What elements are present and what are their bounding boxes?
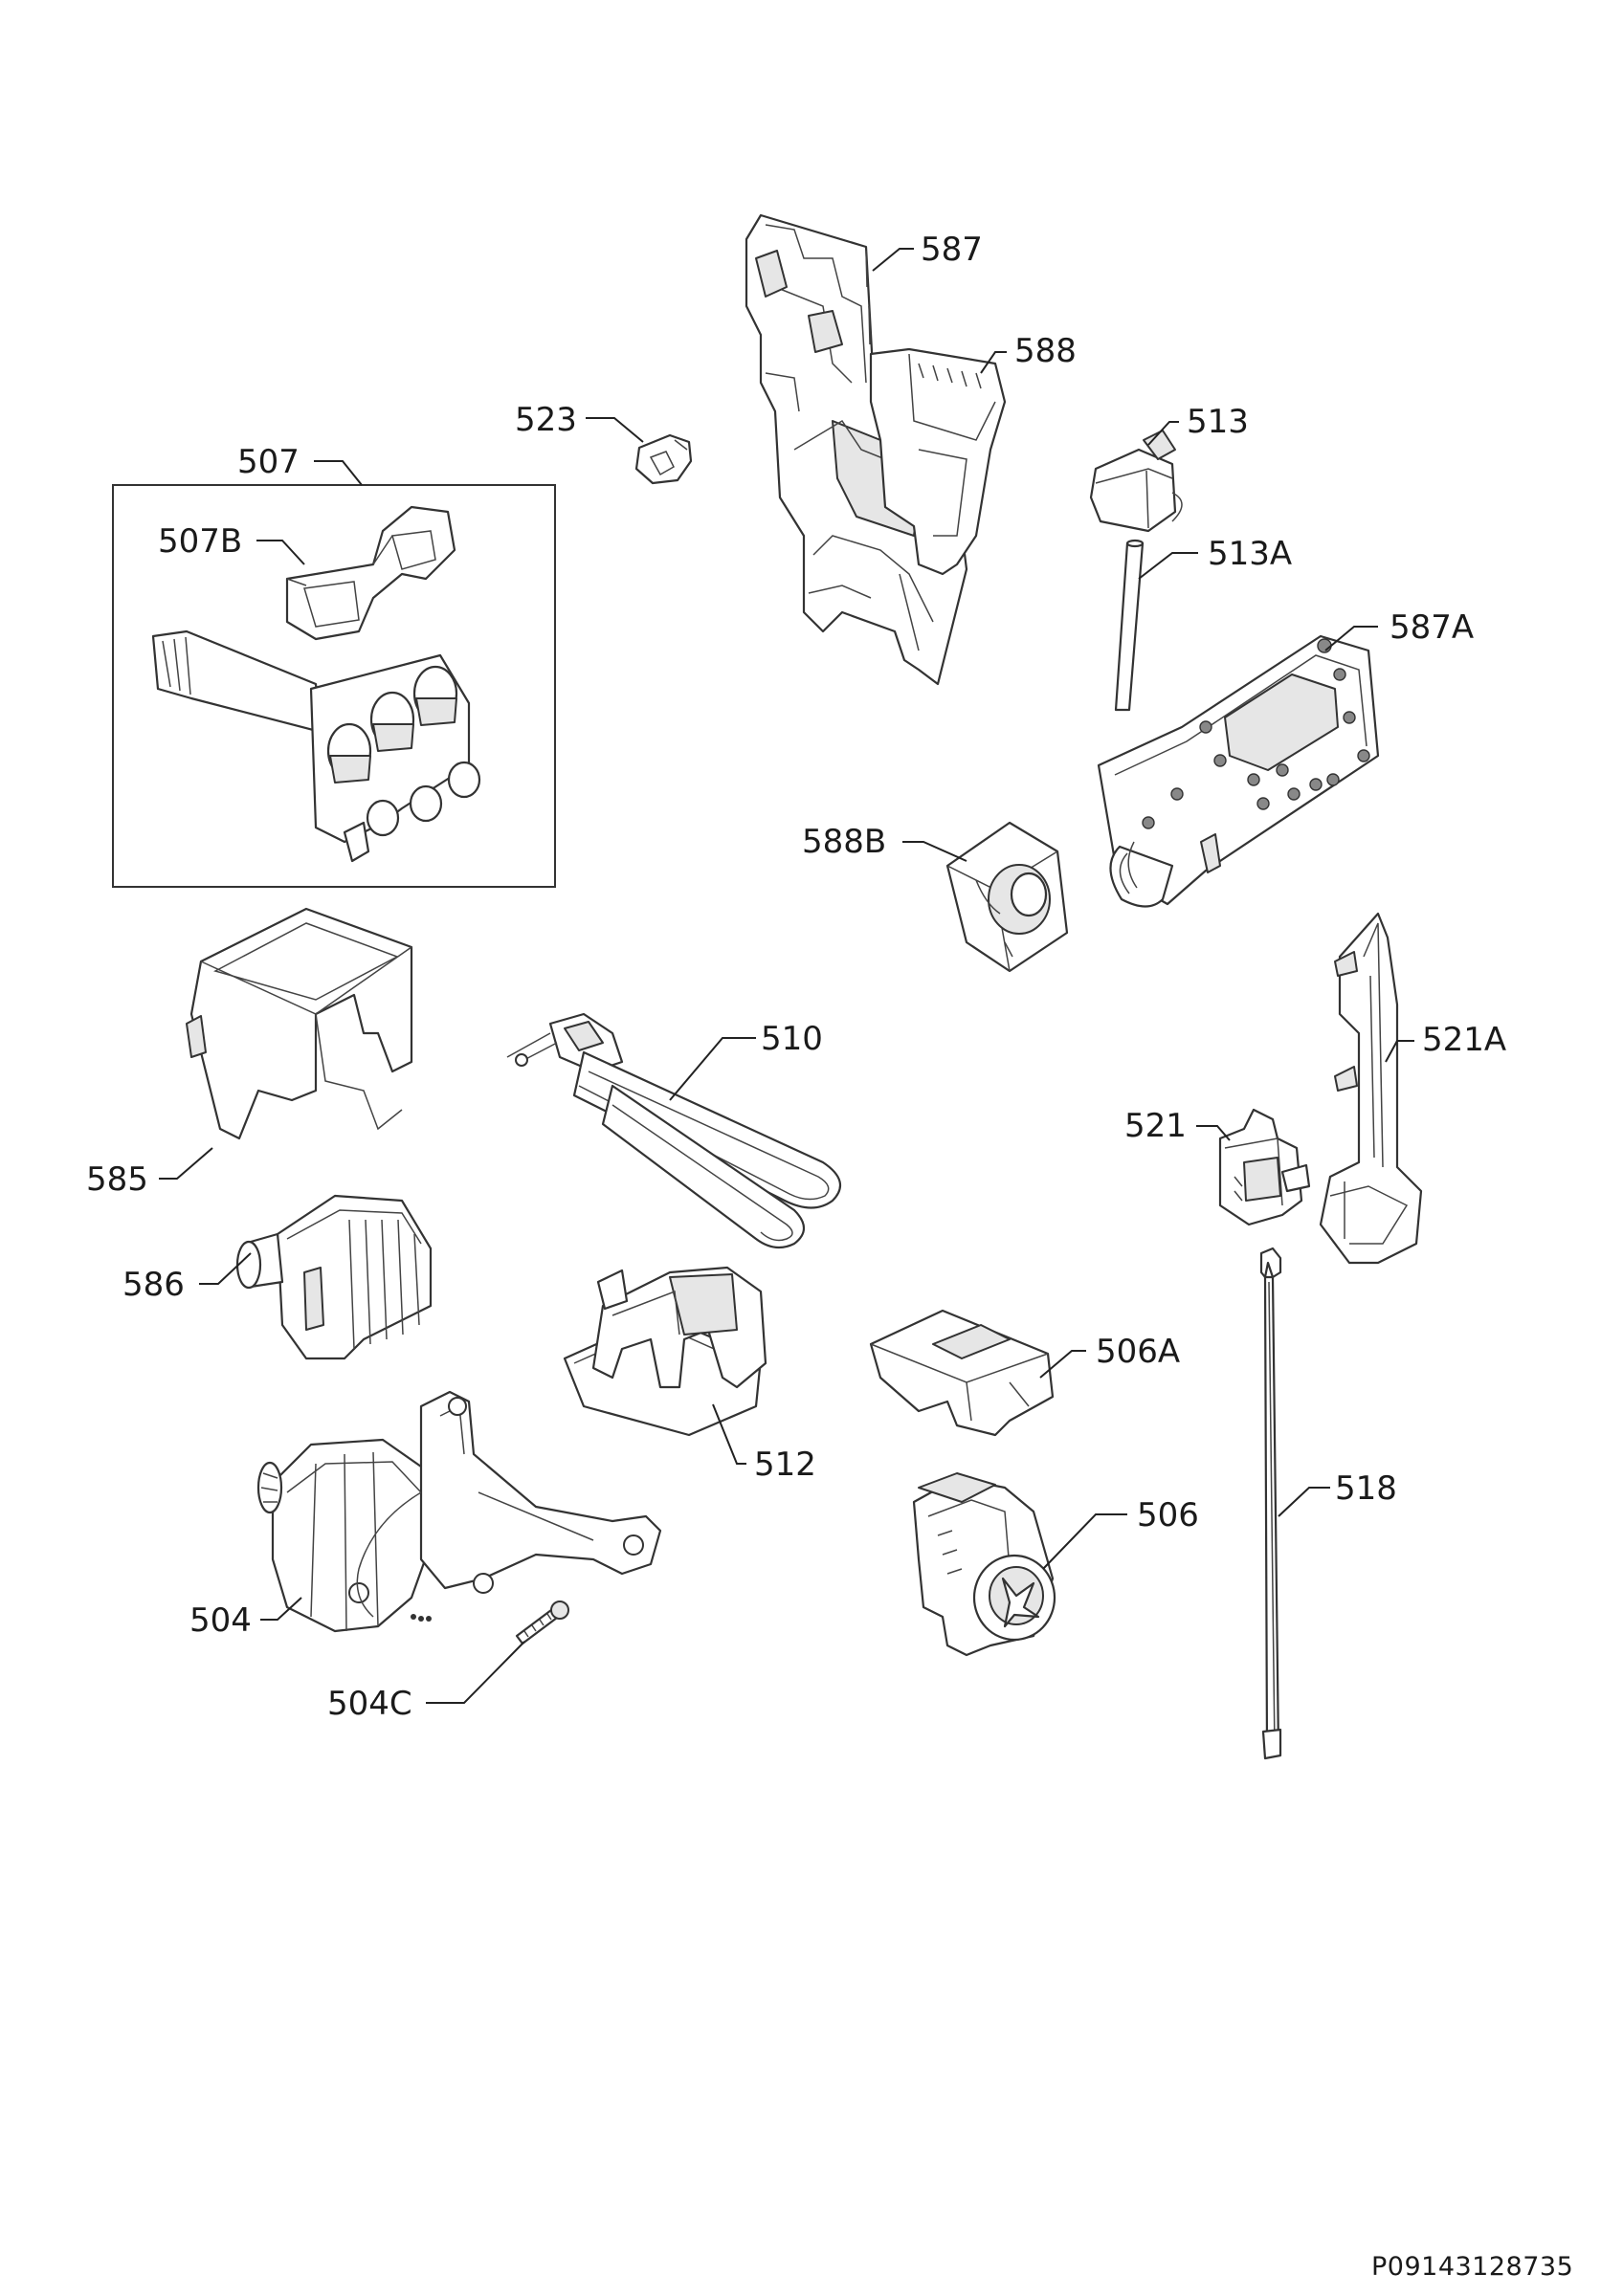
part-504c-screw <box>515 1601 569 1645</box>
leader-585 <box>159 1147 213 1180</box>
leader-513a <box>1138 552 1198 580</box>
part-507b-holder <box>285 505 456 641</box>
callout-521a: 521A <box>1422 1021 1506 1059</box>
callout-504: 504 <box>189 1601 252 1640</box>
leader-504c <box>426 1641 525 1704</box>
leader-507 <box>314 460 363 486</box>
leader-588 <box>980 351 1007 374</box>
leader-523 <box>586 417 644 443</box>
callout-513a: 513A <box>1208 535 1292 573</box>
leader-586 <box>199 1252 252 1285</box>
leader-504 <box>260 1597 302 1621</box>
part-506-drain-pump <box>912 1472 1056 1657</box>
part-504-motor <box>256 1390 662 1633</box>
part-513-switch <box>1089 430 1183 533</box>
part-513a-rod <box>1114 539 1145 712</box>
document-id: P09143128735 <box>1371 2252 1573 2282</box>
leader-587a <box>1324 626 1378 651</box>
part-588b-pressure-switch <box>945 821 1069 973</box>
part-587a-board <box>1097 634 1380 908</box>
part-523-clip <box>634 433 693 485</box>
part-588-bracket-cover <box>869 347 1007 576</box>
leader-518 <box>1278 1487 1330 1517</box>
leader-512 <box>712 1403 746 1465</box>
part-507-inlet-valve <box>151 629 481 863</box>
callout-586: 586 <box>122 1266 185 1304</box>
callout-504c: 504C <box>327 1685 412 1723</box>
leader-506 <box>1042 1513 1127 1570</box>
callout-523: 523 <box>515 401 577 439</box>
callout-506: 506 <box>1137 1496 1199 1534</box>
callout-521: 521 <box>1124 1107 1187 1145</box>
callout-588: 588 <box>1014 332 1077 370</box>
leader-587 <box>872 248 914 272</box>
callout-588b: 588B <box>802 823 886 861</box>
leader-507b <box>256 540 305 565</box>
callout-587a: 587A <box>1390 608 1474 647</box>
callout-585: 585 <box>86 1160 148 1199</box>
part-521a-bracket <box>1319 912 1423 1265</box>
leader-521 <box>1196 1125 1231 1141</box>
part-586-filter <box>235 1194 433 1360</box>
leader-521a <box>1385 1040 1414 1063</box>
part-510-heating-element <box>506 1012 842 1249</box>
callout-507: 507 <box>237 443 300 481</box>
leader-510 <box>669 1037 756 1101</box>
callout-510: 510 <box>761 1020 823 1058</box>
part-512-hatch <box>563 1266 767 1437</box>
part-585-cover <box>186 907 413 1140</box>
callout-507b: 507B <box>158 522 242 561</box>
callout-512: 512 <box>754 1446 816 1484</box>
callout-506a: 506A <box>1096 1333 1180 1371</box>
part-518-cable <box>1259 1247 1282 1760</box>
leader-513 <box>1147 421 1179 446</box>
part-521-door-lock <box>1218 1108 1311 1226</box>
part-506a-pump-cover <box>869 1309 1055 1437</box>
callout-587: 587 <box>921 231 983 269</box>
leader-588b <box>902 841 967 862</box>
callout-513: 513 <box>1187 403 1249 441</box>
callout-518: 518 <box>1335 1469 1397 1508</box>
leader-506a <box>1039 1350 1086 1379</box>
assembly-507-frame <box>112 484 556 888</box>
